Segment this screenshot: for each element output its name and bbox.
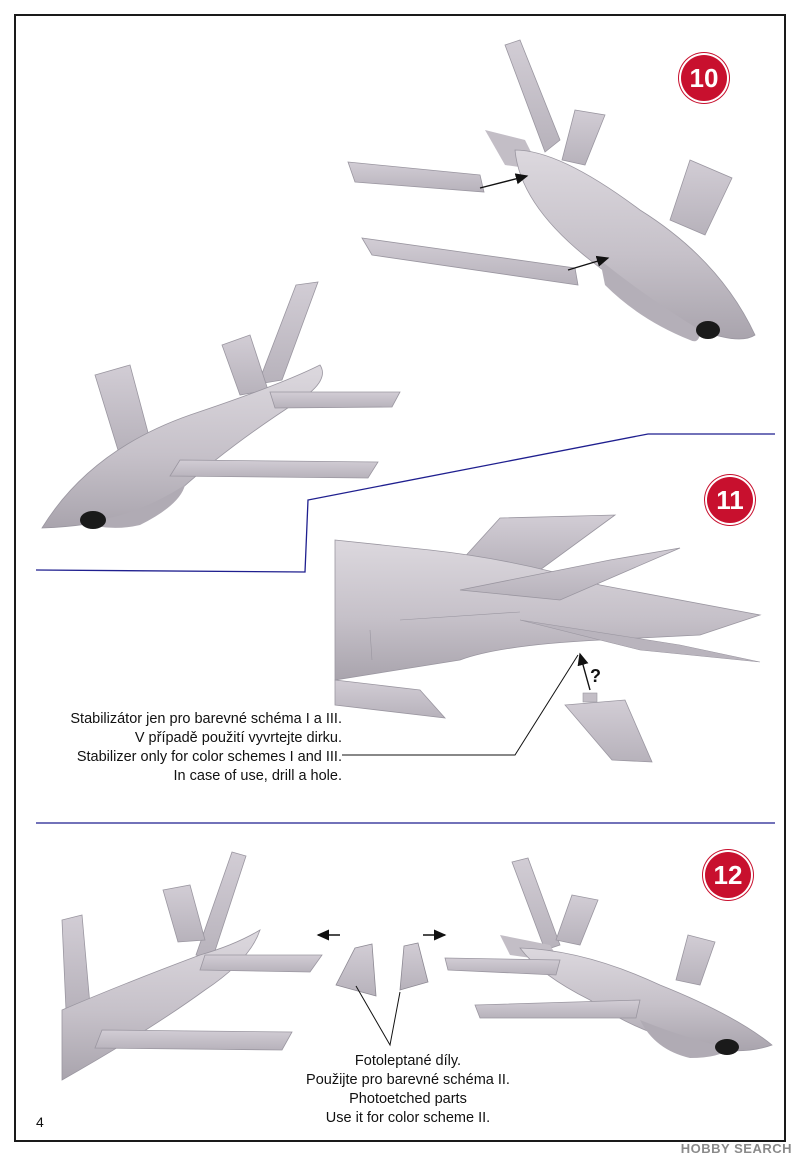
wing-part-lower — [361, 237, 579, 286]
drone-step10-right — [485, 39, 756, 342]
arrow-wing-lower — [567, 255, 610, 271]
callout-leader-11 — [342, 654, 579, 756]
stabilizer-note-line3: Stabilizer only for color schemes I and … — [76, 749, 342, 765]
step-badge-12: 12 — [705, 852, 751, 898]
photoetched-note-line3: Photoetched parts — [349, 1091, 467, 1107]
photoetched-part-left — [335, 943, 377, 997]
page-number: 4 — [36, 1114, 44, 1130]
step-badge-11: 11 — [707, 477, 753, 523]
photoetched-note-line1: Fotoleptané díly. — [354, 1053, 462, 1069]
drone-step12-left — [61, 851, 323, 1081]
watermark: HOBBY SEARCH — [680, 1141, 792, 1156]
arrow-wing-upper — [479, 173, 529, 189]
question-mark: ? — [590, 666, 601, 686]
photoetched-note: Fotoleptané díly. Použijte pro barevné s… — [290, 1052, 526, 1128]
stabilizer-note: Stabilizátor jen pro barevné schéma I a … — [34, 710, 342, 786]
stabilizer-note-line4: In case of use, drill a hole. — [173, 768, 342, 784]
drone-step10-left — [41, 281, 401, 529]
callout-leader-12 — [355, 985, 401, 1047]
stabilizer-note-line1: Stabilizátor jen pro barevné schéma I a … — [70, 711, 342, 727]
wing-part-upper — [347, 161, 485, 193]
step-badge-10: 10 — [681, 55, 727, 101]
drone-tail-closeup — [334, 514, 762, 719]
photoetched-note-line2: Použijte pro barevné schéma II. — [306, 1072, 510, 1088]
stabilizer-part — [564, 692, 653, 763]
section-divider-11 — [35, 433, 775, 573]
stabilizer-note-line2: V případě použití vyvrtejte dirku. — [134, 730, 342, 746]
arrow-stabilizer — [577, 652, 591, 691]
photoetched-part-right — [399, 942, 429, 991]
drone-step12-right — [444, 857, 773, 1058]
photoetched-note-line4: Use it for color scheme II. — [325, 1110, 491, 1126]
